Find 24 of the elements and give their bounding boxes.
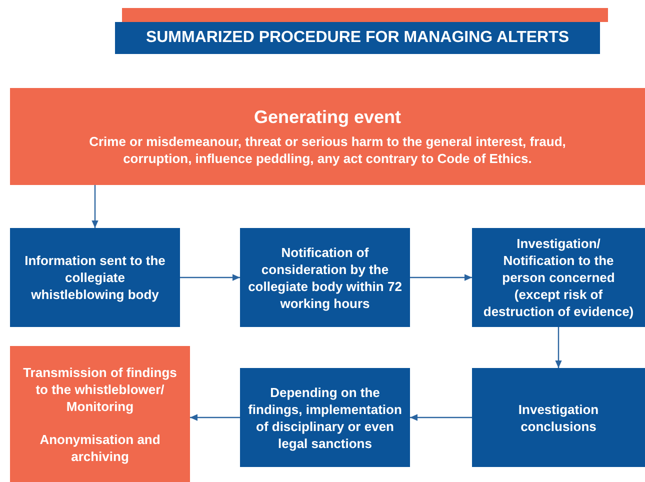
box-text: Transmission of findings to the whistleblower/ Monitoring <box>22 364 178 414</box>
arrow <box>190 414 240 421</box>
box-text: Crime or misdemeanour, threat or serious harm to the general interest, fraud, corruption, influence peddling, any act contrary to Code of Ethics. <box>88 132 567 167</box>
arrow <box>180 274 240 281</box>
decorative-band <box>122 8 608 22</box>
box-text: Depending on the findings, implementation of disciplinary or even legal sanctions <box>248 384 402 452</box>
process-box <box>472 368 645 467</box>
process-box <box>240 368 410 467</box>
box-text: Notification of consideration by the collegiate body within 72 working hours <box>248 244 402 312</box>
box-text: Anonymisation and archiving <box>38 430 162 464</box>
arrow <box>410 274 472 281</box>
arrow <box>92 185 98 228</box>
box-heading: Generating event <box>254 106 402 129</box>
title-banner: SUMMARIZED PROCEDURE FOR MANAGING ALTERTS <box>115 22 600 54</box>
process-box <box>240 228 410 327</box>
highlight-box <box>10 346 190 482</box>
process-box <box>10 228 180 327</box>
arrow <box>410 414 472 421</box>
arrow <box>555 327 562 368</box>
box-text: Investigation/ Notification to the person concerned (except risk of destruction of evidence) <box>482 235 635 320</box>
box-text: Information sent to the collegiate whistleblowing body <box>24 252 166 303</box>
box-text: Investigation conclusions <box>517 400 600 434</box>
highlight-box <box>10 88 645 185</box>
process-box <box>472 228 645 327</box>
